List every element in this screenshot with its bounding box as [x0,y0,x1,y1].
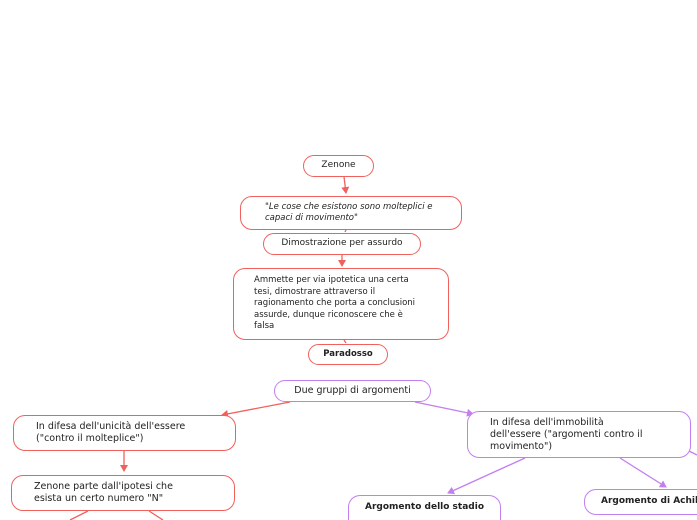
edge-ipotesi-child-right [148,510,164,520]
node-unicita-label: In difesa dell'unicità dell'essere ("con… [36,421,186,444]
edge-ipotesi-child-left [69,510,89,520]
edge-immobilita-offscreen [688,450,697,456]
node-ammette[interactable]: Ammette per via ipotetica una certa tesi… [233,268,449,340]
node-zenone-ipotesi-label: Zenone parte dall'ipotesi che esista un … [34,481,173,504]
node-due-gruppi-label: Due gruppi di argomenti [294,385,411,396]
node-immobilita-label: In difesa dell'immobilità dell'essere ("… [490,416,643,452]
edge-quote-dimostrazione [344,229,347,233]
edge-immobilita-achille [619,457,667,488]
node-zenone[interactable]: Zenone [303,155,374,177]
node-achille-label: Argomento di Achille [601,496,697,507]
node-zenone-label: Zenone [321,160,356,171]
node-zenone-ipotesi[interactable]: Zenone parte dall'ipotesi che esista un … [11,475,235,511]
node-due-gruppi[interactable]: Due gruppi di argomenti [274,380,431,402]
node-paradosso-label: Paradosso [323,348,373,359]
node-paradosso[interactable]: Paradosso [308,344,388,365]
node-ammette-label: Ammette per via ipotetica una certa tesi… [254,275,416,332]
edge-due-gruppi-immobilita [414,401,474,417]
edge-due-gruppi-unicita [221,401,291,418]
node-achille[interactable]: Argomento di Achille [584,489,697,515]
edge-ammette-paradosso [343,339,347,344]
node-quote[interactable]: "Le cose che esistono sono molteplici e … [240,196,462,230]
edge-immobilita-stadio [447,457,526,495]
node-immobilita[interactable]: In difesa dell'immobilità dell'essere ("… [467,411,691,458]
node-unicita[interactable]: In difesa dell'unicità dell'essere ("con… [13,415,236,451]
node-quote-label: "Le cose che esistono sono molteplici e … [265,201,433,224]
node-stadio-label: Argomento dello stadio [364,502,484,513]
node-dimostrazione[interactable]: Dimostrazione per assurdo [263,233,421,255]
edge-zenone-quote [341,176,350,194]
node-dimostrazione-label: Dimostrazione per assurdo [281,238,403,249]
node-stadio[interactable]: Argomento dello stadio [348,495,501,520]
